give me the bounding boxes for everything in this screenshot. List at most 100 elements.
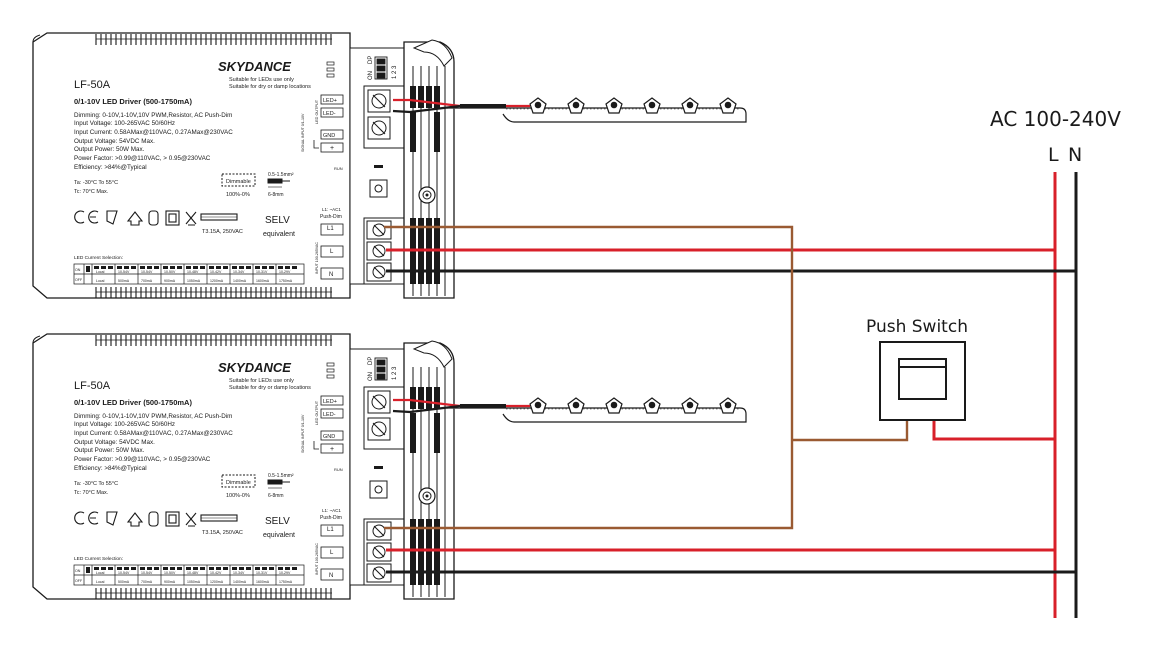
led-driver-2: LF-50A SKYDANCE Suitable for LEDs use on… — [32, 333, 455, 600]
current-selection-label: LED Current Selection: — [74, 556, 123, 562]
l1-label: L1 — [327, 226, 334, 232]
spec-line-6: Power Factor: >0.99@110VAC, > 0.95@230VA… — [74, 155, 211, 162]
input-label: INPUT 100-265VAC — [315, 543, 319, 575]
switched-l1-wires — [384, 225, 909, 530]
cur-voltage-6: 10-34V — [233, 571, 245, 575]
signal-input-label: SIGNAL INPUT 0/1-10V — [301, 113, 305, 152]
driver-title: 0/1-10V LED Driver (500-1750mA) — [74, 97, 192, 106]
led-output-label: LED OUTPUT — [315, 400, 319, 425]
cur-amps-0: Local — [96, 580, 105, 584]
cur-voltage-7: 10-31V — [256, 270, 268, 274]
dip-on-label: ON — [368, 372, 374, 381]
run-label: RUN — [334, 467, 343, 472]
cur-voltage-8: 10-29V — [279, 571, 291, 575]
ta-rating: Ta: -30°C To 55°C — [74, 180, 118, 186]
cur-amps-5: 1200mA — [210, 580, 224, 584]
cur-voltage-3: 10-50V — [164, 571, 176, 575]
signal-input-label: SIGNAL INPUT 0/1-10V — [301, 414, 305, 453]
brand-logo: SKYDANCE — [218, 59, 291, 74]
output-wires — [392, 98, 530, 414]
led-minus-label: LED- — [323, 412, 336, 418]
led-driver-1: LF-50A SKYDANCE Suitable for LEDs use on… — [32, 32, 455, 299]
cur-amps-1: 500mA — [118, 580, 130, 584]
mains-live-label: L — [1048, 144, 1059, 166]
cur-amps-4: 1050mA — [187, 580, 201, 584]
dimmable-label: Dimmable — [226, 480, 251, 486]
cur-amps-7: 1600mA — [256, 580, 270, 584]
brand-note-2: Suitable for dry or damp locations — [229, 84, 311, 90]
spec-line-7: Efficiency: >84%@Typical — [74, 465, 147, 472]
cur-amps-5: 1200mA — [210, 279, 224, 283]
spec-line-4: Output Voltage: 54VDC Max. — [74, 439, 155, 446]
dip-numbers: 1 2 3 — [392, 366, 398, 380]
n-label: N — [329, 272, 333, 278]
current-selection-label: LED Current Selection: — [74, 255, 123, 261]
cur-amps-1: 500mA — [118, 279, 130, 283]
brand-logo: SKYDANCE — [218, 360, 291, 375]
spec-line-7: Efficiency: >84%@Typical — [74, 164, 147, 171]
driver-title: 0/1-10V LED Driver (500-1750mA) — [74, 398, 192, 407]
tc-rating: Tc: 70°C Max. — [74, 490, 109, 496]
selv-label: SELV — [265, 215, 290, 226]
cur-voltage-5: 10-42V — [210, 571, 222, 575]
current-on: ON — [75, 268, 81, 272]
mains-neutral-label: N — [1068, 144, 1082, 166]
spec-line-4: Output Voltage: 54VDC Max. — [74, 138, 155, 145]
cur-voltage-6: 10-34V — [233, 270, 245, 274]
spec-line-5: Output Power: 50W Max. — [74, 146, 145, 153]
ta-rating: Ta: -30°C To 55°C — [74, 481, 118, 487]
cur-amps-6: 1400mA — [233, 279, 247, 283]
cur-voltage-2: 10-54V — [141, 571, 153, 575]
dimmable-label: Dimmable — [226, 179, 251, 185]
driver-model: LF-50A — [74, 79, 111, 91]
l1-note-1: L1: ~AC1 — [322, 207, 341, 212]
cur-voltage-1: 10-54V — [118, 270, 130, 274]
fuse-rating: T3.15A, 250VAC — [202, 229, 243, 235]
input-label: INPUT 100-265VAC — [315, 242, 319, 274]
brand-note-1: Suitable for LEDs use only — [229, 378, 294, 384]
cur-amps-6: 1400mA — [233, 580, 247, 584]
mains-wiring — [384, 172, 1078, 618]
l-label: L — [330, 249, 334, 255]
led-minus-label: LED- — [323, 111, 336, 117]
cur-amps-0: Local — [96, 279, 105, 283]
current-on: ON — [75, 569, 81, 573]
selv-equivalent: equivalent — [263, 532, 295, 539]
led-plus-label: LED+ — [323, 98, 337, 104]
l-label: L — [330, 550, 334, 556]
spec-line-1: Dimming: 0-10V,1-10V,10V PWM,Resistor, A… — [74, 112, 232, 119]
brand-note-1: Suitable for LEDs use only — [229, 77, 294, 83]
cur-amps-3: 900mA — [164, 580, 176, 584]
driver-model: LF-50A — [74, 380, 111, 392]
cur-voltage-3: 10-50V — [164, 270, 176, 274]
cur-amps-4: 1050mA — [187, 279, 201, 283]
spec-line-3: Input Current: 0.58AMax@110VAC, 0.27AMax… — [74, 129, 233, 136]
cur-voltage-5: 10-42V — [210, 270, 222, 274]
cur-voltage-4: 10-48V — [187, 571, 199, 575]
selv-label: SELV — [265, 516, 290, 527]
current-off: OFF — [75, 278, 83, 282]
wire-size: 0.5-1.5mm² — [268, 473, 294, 479]
plus-label: + — [330, 446, 334, 453]
dip-dp-label: DP — [368, 56, 374, 64]
l1-note-1: L1: ~AC1 — [322, 508, 341, 513]
current-off: OFF — [75, 579, 83, 583]
selv-equivalent: equivalent — [263, 231, 295, 238]
mains-voltage-label: AC 100-240V — [990, 107, 1121, 131]
led-strip-1 — [446, 97, 747, 123]
dim-range: 100%-0% — [226, 493, 250, 499]
tc-rating: Tc: 70°C Max. — [74, 189, 109, 195]
spec-line-6: Power Factor: >0.99@110VAC, > 0.95@230VA… — [74, 456, 211, 463]
plus-label: + — [330, 145, 334, 152]
l1-label: L1 — [327, 527, 334, 533]
push-switch-label: Push Switch — [866, 317, 968, 337]
led-plus-label: LED+ — [323, 399, 337, 405]
spec-line-2: Input Voltage: 100-265VAC 50/60Hz — [74, 120, 175, 127]
cur-voltage-0: Local — [96, 571, 105, 575]
strip-length: 6-8mm — [268, 192, 284, 198]
gnd-label: GND — [323, 434, 335, 440]
l1-note-2: Push-Dim — [320, 515, 342, 521]
strip-length: 6-8mm — [268, 493, 284, 499]
cur-amps-8: 1750mA — [279, 580, 293, 584]
